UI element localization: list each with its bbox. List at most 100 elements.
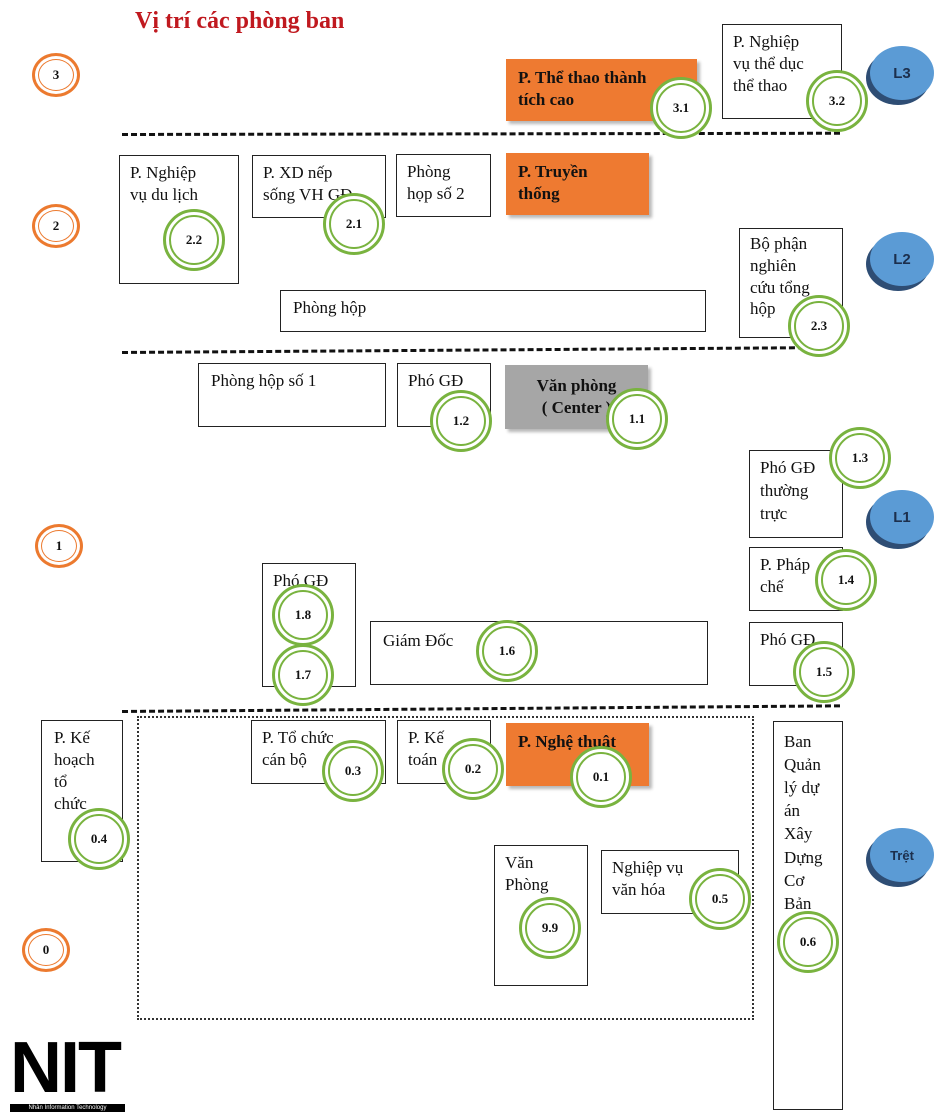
- marker-label: 0.2: [464, 761, 482, 776]
- room-label-line: Dựng: [784, 847, 823, 867]
- room-label-line: P. Thể thao thành: [518, 68, 647, 87]
- room-nghien-cuu-tong-hop[interactable]: Bộ phận nghiên cứu tổng hộp: [739, 228, 843, 338]
- marker-0-2[interactable]: 0.2: [442, 738, 504, 800]
- marker-3-2[interactable]: 3.2: [806, 70, 868, 132]
- floor-marker-2[interactable]: 2: [32, 204, 80, 248]
- marker-0-3[interactable]: 0.3: [322, 740, 384, 802]
- marker-label: 9.9: [541, 920, 559, 935]
- floor-marker-1[interactable]: 1: [35, 524, 83, 568]
- marker-0-6[interactable]: 0.6: [777, 911, 839, 973]
- level-badge-l1[interactable]: L1: [870, 490, 934, 544]
- room-label-line: nghiên: [750, 255, 797, 275]
- room-label-line: cán bộ: [262, 750, 307, 770]
- marker-1-1[interactable]: 1.1: [606, 388, 668, 450]
- room-giam-doc[interactable]: Giám Đốc: [370, 621, 708, 685]
- marker-1-8[interactable]: 1.8: [272, 584, 334, 646]
- room-label-line: Văn phòng: [536, 376, 617, 395]
- room-label-line: P. Nghệ thuật: [518, 732, 617, 751]
- marker-1-6[interactable]: 1.6: [476, 620, 538, 682]
- room-phap-che[interactable]: P. Pháp chế: [749, 547, 843, 611]
- page-title: Vị trí các phòng ban: [135, 8, 345, 34]
- ground-floor-zone: [137, 716, 754, 1020]
- floor-separator-2-1: [122, 345, 841, 354]
- room-label-line: toán: [408, 750, 438, 770]
- marker-label: 1.4: [837, 572, 855, 587]
- room-label-line: Văn: [505, 853, 534, 872]
- room-label-line: P. Tổ chức: [262, 728, 334, 747]
- room-label-line: Ban: [784, 732, 812, 751]
- room-label-line: hoạch: [54, 750, 95, 770]
- room-label-line: P. Kế: [408, 728, 444, 747]
- room-label-line: án: [784, 801, 801, 821]
- marker-3-1[interactable]: 3.1: [650, 77, 712, 139]
- level-badge-tret[interactable]: Trệt: [870, 828, 934, 882]
- marker-label: 1.3: [851, 450, 869, 465]
- room-label-line: thường: [760, 480, 809, 500]
- marker-1-4[interactable]: 1.4: [815, 549, 877, 611]
- room-phong-hop[interactable]: Phòng hộp: [280, 290, 706, 332]
- marker-1-7[interactable]: 1.7: [272, 644, 334, 706]
- level-badge-l2[interactable]: L2: [870, 232, 934, 286]
- marker-2-1[interactable]: 2.1: [323, 193, 385, 255]
- room-label-line: lý dự: [784, 778, 820, 798]
- room-label-line: chức: [54, 794, 87, 814]
- room-label-line: ( Center ): [541, 398, 612, 418]
- nit-logo: NIT Nhân Information Technology: [10, 1028, 125, 1116]
- floor-marker-label: 0: [42, 942, 50, 957]
- room-label-line: Phòng hộp số 1: [211, 371, 317, 390]
- marker-label: 2.2: [185, 232, 203, 247]
- marker-label: 1.5: [815, 664, 833, 679]
- marker-label: 0.1: [592, 769, 610, 784]
- room-label-line: Xây: [784, 824, 813, 844]
- room-label-line: Phó GĐ: [760, 630, 816, 649]
- marker-label: 1.8: [294, 607, 312, 622]
- marker-label: 1.7: [294, 667, 312, 682]
- room-pho-gd-thuong-truc[interactable]: Phó GĐ thường trực: [749, 450, 843, 538]
- room-label-line: chế: [760, 577, 784, 597]
- marker-label: 2.3: [810, 318, 828, 333]
- room-label-line: trực: [760, 503, 788, 523]
- room-label-line: P. Nghiệp: [130, 163, 197, 182]
- floor-marker-0[interactable]: 0: [22, 928, 70, 972]
- marker-0-4[interactable]: 0.4: [68, 808, 130, 870]
- marker-9-9[interactable]: 9.9: [519, 897, 581, 959]
- room-label-line: Nghiệp vụ: [612, 858, 684, 877]
- logo-subtitle: Nhân Information Technology: [10, 1104, 125, 1112]
- room-label-line: vụ thể dục: [733, 54, 804, 74]
- marker-1-5[interactable]: 1.5: [793, 641, 855, 703]
- room-label-line: vụ du lịch: [130, 185, 198, 205]
- marker-label: 3.1: [672, 100, 690, 115]
- level-badge-l3[interactable]: L3: [870, 46, 934, 100]
- marker-0-1[interactable]: 0.1: [570, 746, 632, 808]
- room-label-line: văn hóa: [612, 880, 666, 900]
- room-label-line: tích cao: [518, 90, 575, 110]
- room-phong-hop-so-2[interactable]: Phòng họp số 2: [396, 154, 491, 217]
- room-label-line: P. Pháp: [760, 555, 811, 574]
- marker-2-2[interactable]: 2.2: [163, 209, 225, 271]
- marker-1-3[interactable]: 1.3: [829, 427, 891, 489]
- room-phong-hop-so-1[interactable]: Phòng hộp số 1: [198, 363, 386, 427]
- marker-label: 0.3: [344, 763, 362, 778]
- floor-marker-label: 3: [52, 67, 60, 82]
- room-truyen-thong[interactable]: P. Truyền thống: [506, 153, 649, 215]
- marker-label: 1.2: [452, 413, 470, 428]
- floor-separator-3-2: [122, 131, 841, 136]
- room-label-line: Bản: [784, 893, 812, 913]
- room-label-line: Phó GĐ: [408, 371, 464, 390]
- room-label-line: P. Kế: [54, 728, 90, 747]
- marker-1-2[interactable]: 1.2: [430, 390, 492, 452]
- room-label-line: P. XD nếp: [263, 163, 333, 182]
- marker-0-5[interactable]: 0.5: [689, 868, 751, 930]
- marker-label: 2.1: [345, 216, 363, 231]
- room-label-line: Bộ phận: [750, 234, 808, 253]
- floor-marker-3[interactable]: 3: [32, 53, 80, 97]
- room-label-line: P. Nghiệp: [733, 32, 800, 51]
- marker-2-3[interactable]: 2.3: [788, 295, 850, 357]
- logo-text: NIT: [10, 1028, 122, 1108]
- marker-label: 0.6: [799, 934, 817, 949]
- room-label-line: Phòng hộp: [293, 298, 367, 317]
- room-label-line: thể thao: [733, 76, 788, 96]
- room-label-line: thống: [518, 184, 560, 204]
- room-label-line: hộp: [750, 299, 776, 319]
- room-label-line: Phòng: [505, 875, 549, 895]
